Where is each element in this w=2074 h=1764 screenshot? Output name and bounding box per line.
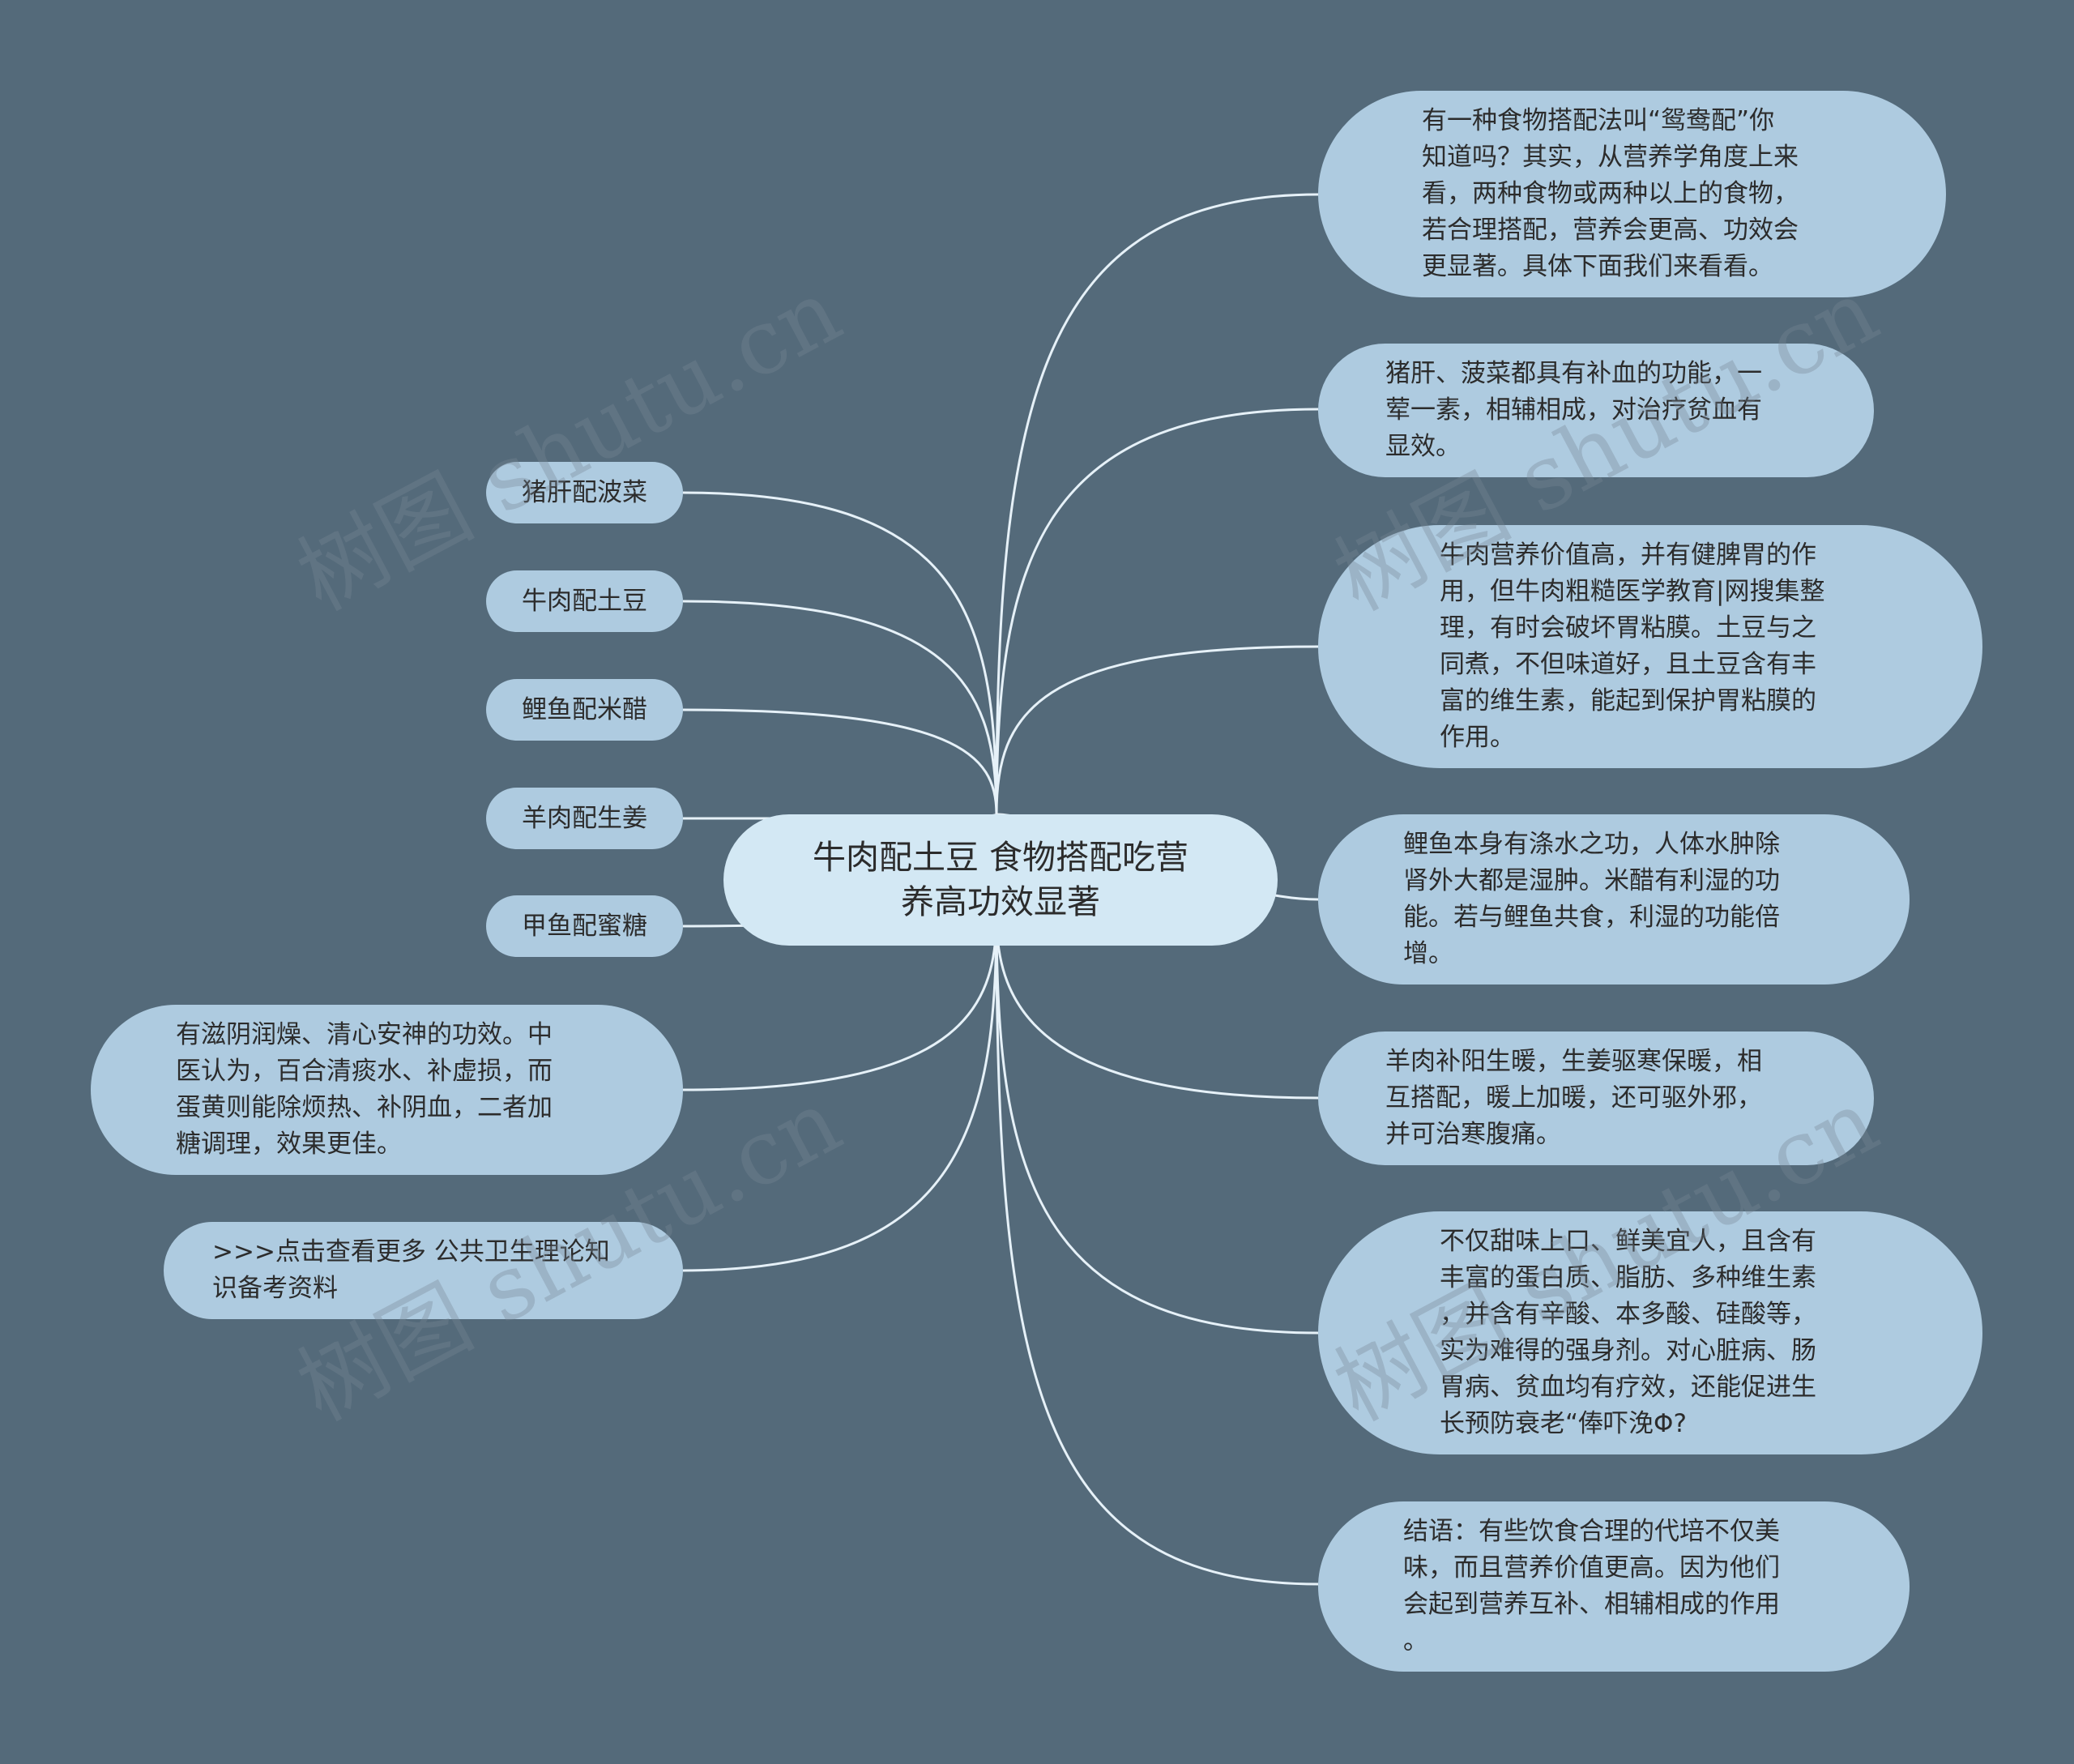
left-node-3-text: 鲤鱼配米醋 bbox=[522, 694, 647, 724]
right-node-4[interactable]: 鲤鱼本身有涤水之功，人体水肿除 肾外大都是湿肿。米醋有利湿的功 能。若与鲤鱼共食… bbox=[1318, 814, 1910, 985]
left-node-6-text: 有滋阴润燥、清心安神的功效。中 医认为，百合清痰水、补虚损，而 蛋黄则能除烦热、… bbox=[176, 1020, 553, 1159]
left-node-1[interactable]: 猪肝配波菜 bbox=[486, 462, 683, 523]
right-node-5[interactable]: 羊肉补阳生暖，生姜驱寒保暖，相 互搭配，暖上加暖，还可驱外邪， 并可治寒腹痛。 bbox=[1318, 1031, 1874, 1165]
left-node-6[interactable]: 有滋阴润燥、清心安神的功效。中 医认为，百合清痰水、补虚损，而 蛋黄则能除烦热、… bbox=[91, 1005, 683, 1175]
link-right-5 bbox=[995, 915, 1319, 1100]
right-node-4-text: 鲤鱼本身有涤水之功，人体水肿除 肾外大都是湿肿。米醋有利湿的功 能。若与鲤鱼共食… bbox=[1403, 830, 1780, 968]
right-node-7-text: 结语：有些饮食合理的代培不仅美 味，而且营养价值更高。因为他们 会起到营养互补、… bbox=[1403, 1517, 1780, 1655]
right-node-1-text: 有一种食物搭配法叫“鸳鸯配”你 知道吗？其实，从营养学角度上来 看，两种食物或两… bbox=[1422, 106, 1799, 281]
link-left-6 bbox=[682, 915, 998, 1091]
left-node-4[interactable]: 羊肉配生姜 bbox=[486, 788, 683, 849]
link-right-7 bbox=[995, 915, 1319, 1586]
right-node-7[interactable]: 结语：有些饮食合理的代培不仅美 味，而且营养价值更高。因为他们 会起到营养互补、… bbox=[1318, 1501, 1910, 1672]
left-node-5[interactable]: 甲鱼配蜜糖 bbox=[486, 895, 683, 957]
left-node-7[interactable]: >>>点击查看更多 公共卫生理论知 识备考资料 bbox=[164, 1222, 683, 1319]
right-node-2[interactable]: 猪肝、菠菜都具有补血的功能，一 荤一素，相辅相成，对治疗贫血有 显效。 bbox=[1318, 344, 1874, 477]
link-left-2 bbox=[682, 600, 998, 815]
right-node-1[interactable]: 有一种食物搭配法叫“鸳鸯配”你 知道吗？其实，从营养学角度上来 看，两种食物或两… bbox=[1318, 91, 1946, 297]
link-left-3 bbox=[682, 708, 998, 815]
link-right-2 bbox=[995, 408, 1319, 815]
left-node-3[interactable]: 鲤鱼配米醋 bbox=[486, 679, 683, 741]
left-node-7-text: >>>点击查看更多 公共卫生理论知 识备考资料 bbox=[212, 1237, 610, 1303]
left-node-2-text: 牛肉配土豆 bbox=[522, 586, 647, 616]
right-node-6[interactable]: 不仅甜味上口、鲜美宜人，且含有 丰富的蛋白质、脂肪、多种维生素 ，并含有辛酸、本… bbox=[1318, 1211, 1982, 1454]
left-node-5-text: 甲鱼配蜜糖 bbox=[522, 911, 647, 941]
root-topic[interactable]: 牛肉配土豆 食物搭配吃营 养高功效显著 bbox=[723, 814, 1278, 946]
left-node-4-text: 羊肉配生姜 bbox=[522, 803, 647, 833]
right-node-3[interactable]: 牛肉营养价值高，并有健脾胃的作 用，但牛肉粗糙医学教育|网搜集整 理，有时会破坏… bbox=[1318, 525, 1982, 768]
right-node-6-text: 不仅甜味上口、鲜美宜人，且含有 丰富的蛋白质、脂肪、多种维生素 ，并含有辛酸、本… bbox=[1440, 1227, 1816, 1438]
right-node-5-text: 羊肉补阳生暖，生姜驱寒保暖，相 互搭配，暖上加暖，还可驱外邪， 并可治寒腹痛。 bbox=[1385, 1047, 1762, 1149]
link-left-1 bbox=[682, 491, 998, 815]
left-node-1-text: 猪肝配波菜 bbox=[522, 477, 647, 507]
left-node-2[interactable]: 牛肉配土豆 bbox=[486, 570, 683, 632]
root-topic-text: 牛肉配土豆 食物搭配吃营 养高功效显著 bbox=[812, 838, 1189, 921]
right-node-2-text: 猪肝、菠菜都具有补血的功能，一 荤一素，相辅相成，对治疗贫血有 显效。 bbox=[1385, 359, 1762, 461]
right-node-3-text: 牛肉营养价值高，并有健脾胃的作 用，但牛肉粗糙医学教育|网搜集整 理，有时会破坏… bbox=[1440, 540, 1825, 752]
link-left-7 bbox=[682, 915, 998, 1272]
link-right-3 bbox=[995, 645, 1319, 815]
link-right-6 bbox=[995, 915, 1319, 1335]
link-right-1 bbox=[995, 193, 1319, 815]
